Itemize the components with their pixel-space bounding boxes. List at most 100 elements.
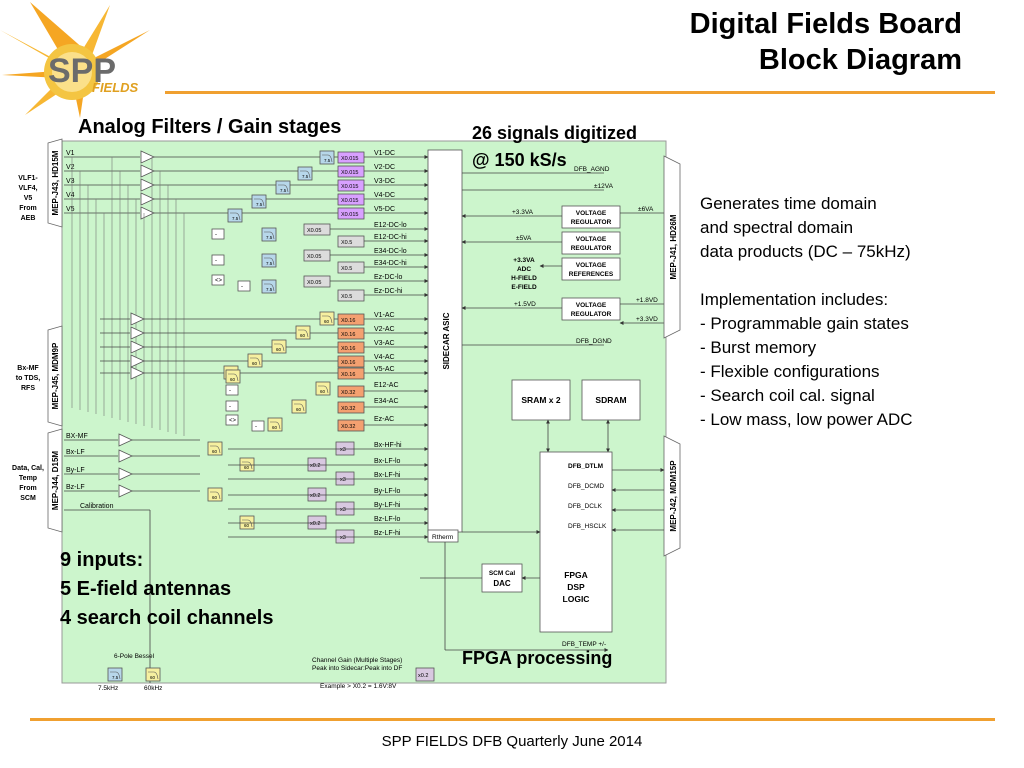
gain-label: x3 — [340, 535, 346, 541]
filter-label: 60 — [212, 449, 218, 454]
left-connector — [47, 428, 63, 533]
fpga-signal-label: DFB_DTLM — [568, 463, 603, 470]
gain-box — [303, 275, 331, 288]
connector-side-text: to TDS, — [16, 375, 41, 382]
filter-curve — [322, 154, 333, 163]
gain-box — [335, 471, 355, 486]
voltage-block-label: VOLTAGE — [576, 262, 607, 269]
filter-7.5khz-icon — [107, 667, 123, 682]
voltage-block — [561, 257, 621, 281]
scm-input-label: Bx-LF — [66, 449, 85, 456]
bottom-divider — [30, 718, 995, 721]
filter-curve — [254, 198, 265, 207]
filter-curve — [294, 403, 305, 412]
signals-line-2: @ 150 kS/s — [472, 150, 567, 170]
gain-label: X0.5 — [341, 240, 352, 246]
title-line-1: Digital Fields Board — [689, 8, 962, 40]
connector-label: MEP-J42, MDM15P — [669, 460, 678, 532]
fpga-block — [539, 451, 613, 633]
gain-box — [337, 355, 365, 368]
gain-box — [337, 313, 365, 326]
filter-label: 7.5 — [266, 235, 273, 240]
amplifier-icon — [130, 366, 145, 380]
filter-60khz-icon — [315, 381, 331, 396]
filter-curve — [210, 445, 221, 454]
filter-curve — [278, 184, 289, 193]
description-line: - Burst memory — [700, 338, 817, 357]
gain-box — [337, 419, 365, 432]
gain-label: X0.32 — [341, 424, 355, 430]
connector-side-text: V5 — [24, 195, 33, 202]
gain-box — [337, 367, 365, 380]
scm-cal-label: DAC — [493, 579, 511, 588]
filter-curve — [110, 671, 121, 680]
analog-filters-callout: Analog Filters / Gain stages — [78, 116, 342, 138]
gain-label: X0.16 — [341, 346, 355, 352]
gain-box — [307, 515, 327, 530]
fpga-signal-label: DFB_DCLK — [568, 503, 603, 510]
input-label: V3 — [66, 178, 75, 185]
asic-signal-label: E12-DC-hi — [374, 234, 407, 241]
description-line: - Flexible configurations — [700, 362, 880, 381]
description-line: data products (DC – 75kHz) — [700, 242, 911, 261]
description-text: Generates time domain and spectral domai… — [700, 192, 913, 432]
gain-box — [337, 327, 365, 340]
connector-side-text: Bx-MF — [17, 365, 39, 372]
asic-signal-label: Bx-LF-lo — [374, 458, 401, 465]
connector-label: MEP-J43, HD15M — [51, 150, 60, 215]
top-divider — [165, 91, 995, 94]
filter-60khz-icon — [225, 369, 241, 384]
asic-signal-label: Bz-LF-hi — [374, 530, 401, 537]
gain-box — [303, 223, 331, 236]
amplifier-icon — [130, 354, 145, 368]
connector-side-text: Data, Cal, — [12, 465, 44, 472]
filter-7.5khz-icon — [261, 279, 277, 294]
diff-label: - — [229, 388, 231, 394]
gain-box — [337, 289, 365, 302]
gain-box — [337, 151, 365, 164]
filter-label: 60 — [244, 523, 250, 528]
gain-label: x0.2 — [310, 493, 320, 499]
asic-signal-label: Bx-LF-hi — [374, 472, 401, 479]
title-line-2: Block Diagram — [758, 44, 962, 76]
gain-box — [337, 179, 365, 192]
filter-7.5khz-icon — [297, 166, 313, 181]
power-label: +1.5VD — [514, 301, 536, 308]
connector-side-text: SCM — [20, 495, 36, 502]
connector-side-text: VLF4, — [18, 185, 37, 192]
filter-label: 7.5 — [302, 174, 309, 179]
input-label: V1 — [66, 150, 75, 157]
diff-label: <> — [229, 418, 237, 424]
filter-60khz-icon — [291, 399, 307, 414]
gain-box — [335, 529, 355, 544]
amplifier-icon — [118, 449, 133, 463]
voltage-block-label: VOLTAGE — [576, 210, 607, 217]
gain-label: X0.5 — [341, 294, 352, 300]
inputs-callout: 9 inputs: 5 E-field antennas 4 search co… — [60, 546, 273, 633]
filter-label: 60 — [320, 389, 326, 394]
amplifier-icon — [140, 150, 155, 164]
gain-box — [337, 193, 365, 206]
asic-signal-label: V4-DC — [374, 192, 395, 199]
filter-curve — [264, 257, 275, 266]
filter-label: 60 — [212, 495, 218, 500]
gain-label: X0.015 — [341, 156, 358, 162]
filter-60khz-icon — [247, 353, 263, 368]
description-line: - Search coil cal. signal — [700, 386, 875, 405]
power-label: DFB_DGND — [576, 338, 612, 345]
connector-side-text: Temp — [19, 475, 37, 482]
voltage-block-label: VOLTAGE — [576, 302, 607, 309]
power-label: DFB_AGND — [574, 166, 610, 173]
filter-60khz-icon — [239, 515, 255, 530]
gain-label: x3 — [340, 447, 346, 453]
fpga-label: FPGA — [564, 570, 588, 580]
inputs-line: 9 inputs: — [60, 549, 144, 571]
legend-label: 60kHz — [144, 685, 162, 692]
diff-block — [225, 384, 239, 396]
filter-60khz-icon — [207, 487, 223, 502]
filter-label: 60 — [296, 407, 302, 412]
block-diagram: MEP-J43, HD15MVLF1-VLF4,V5FromAEBMEP-J45… — [12, 138, 681, 692]
dfb-temp-label: DFB_TEMP +/- — [562, 641, 606, 648]
filter-curve — [242, 519, 253, 528]
power-label: +3.3VA — [512, 209, 534, 216]
